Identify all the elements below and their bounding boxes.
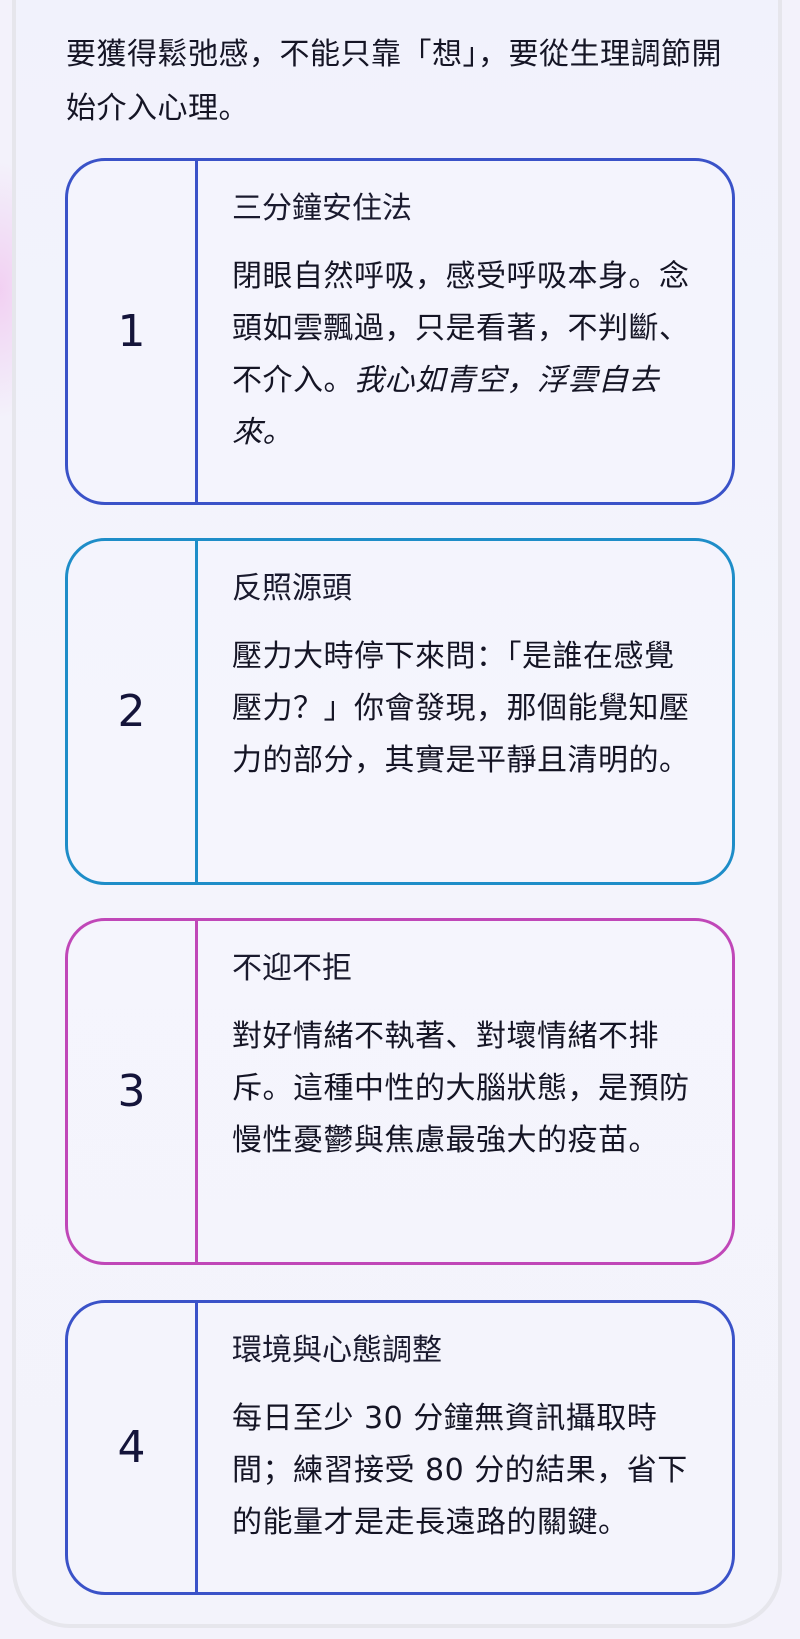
card-number: 4 [117,1422,146,1473]
card-body-quote: 我心如青空，浮雲自去來。 [232,363,659,450]
card-number-column: 3 [68,921,198,1262]
card-title: 環境與心態調整 [232,1333,442,1368]
card-body-text: 閉眼自然呼吸，感受呼吸本身。念頭如雲飄過，只是看著，不判斷、不介入。 [232,259,690,398]
card-number-column: 2 [68,541,198,882]
tip-card-3: 3 不迎不拒 對好情緒不執著、對壞情緒不排斥。這種中性的大腦狀態，是預防慢性憂鬱… [65,918,735,1265]
card-number: 3 [117,1066,146,1117]
tip-card-4: 4 環境與心態調整 每日至少 30 分鐘無資訊攝取時間；練習接受 80 分的結果… [65,1300,735,1595]
tip-card-1: 1 三分鐘安住法 閉眼自然呼吸，感受呼吸本身。念頭如雲飄過，只是看著，不判斷、不… [65,158,735,505]
card-number: 1 [117,306,146,357]
card-title: 不迎不拒 [232,951,352,986]
card-body: 對好情緒不執著、對壞情緒不排斥。這種中性的大腦狀態，是預防慢性憂鬱與焦慮最強大的… [232,1019,690,1158]
card-content: 不迎不拒 對好情緒不執著、對壞情緒不排斥。這種中性的大腦狀態，是預防慢性憂鬱與焦… [198,921,732,1262]
card-number: 2 [117,686,146,737]
card-title: 反照源頭 [232,571,352,606]
intro-paragraph: 要獲得鬆弛感，不能只靠「想」，要從生理調節開始介入心理。 [66,37,722,126]
card-body: 每日至少 30 分鐘無資訊攝取時間；練習接受 80 分的結果，省下的能量才是走長… [232,1401,688,1540]
card-number-column: 4 [68,1303,198,1592]
card-content: 三分鐘安住法 閉眼自然呼吸，感受呼吸本身。念頭如雲飄過，只是看著，不判斷、不介入… [198,161,732,502]
card-body: 閉眼自然呼吸，感受呼吸本身。念頭如雲飄過，只是看著，不判斷、不介入。我心如青空，… [232,251,702,459]
card-title: 三分鐘安住法 [232,191,412,226]
card-number-column: 1 [68,161,198,502]
card-content: 反照源頭 壓力大時停下來問：「是誰在感覺壓力？」你會發現，那個能覺知壓力的部分，… [198,541,732,882]
tip-card-2: 2 反照源頭 壓力大時停下來問：「是誰在感覺壓力？」你會發現，那個能覺知壓力的部… [65,538,735,885]
card-content: 環境與心態調整 每日至少 30 分鐘無資訊攝取時間；練習接受 80 分的結果，省… [198,1303,732,1592]
card-body: 壓力大時停下來問：「是誰在感覺壓力？」你會發現，那個能覺知壓力的部分，其實是平靜… [232,639,690,778]
